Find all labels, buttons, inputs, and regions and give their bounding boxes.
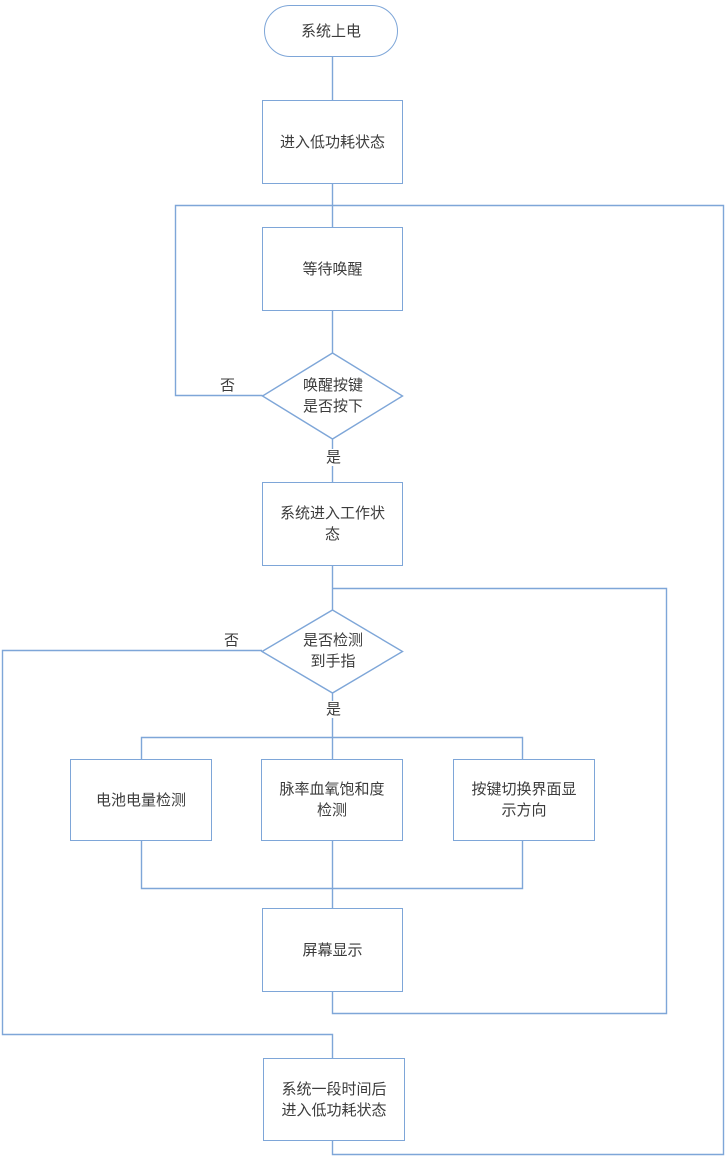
node-enter-low-power-label: 进入低功耗状态: [279, 133, 385, 151]
edge-label-finger-no: 否: [224, 632, 240, 649]
node-decision-finger: 是否检测到手指: [298, 630, 368, 672]
node-timeout-low-power: 系统一段时间后进入低功耗状态: [263, 1058, 405, 1141]
node-key-switch-display: 按键切换界面显示方向: [453, 759, 595, 841]
node-enter-low-power: 进入低功耗状态: [262, 100, 403, 184]
edge-finger-no-loop: [1, 649, 334, 1058]
node-enter-work-state: 系统进入工作状态: [262, 482, 403, 566]
node-battery-check: 电池电量检测: [70, 759, 212, 841]
edge-fanout-rail: [140, 736, 524, 759]
edge-wakekey-no-loop: [174, 204, 333, 397]
decision-finger-shape: [260, 609, 404, 694]
node-timeout-low-power-label: 系统一段时间后进入低功耗状态: [281, 1080, 387, 1119]
node-screen-display-label: 屏幕显示: [302, 941, 363, 959]
edge-label-finger-yes: 是: [325, 701, 343, 718]
node-decision-wake-key-label: 唤醒按键是否按下: [302, 377, 363, 415]
node-decision-finger-label: 是否检测到手指: [302, 632, 363, 670]
node-pulse-spo2-check-label: 脉率血氧饱和度检测: [279, 781, 385, 819]
edge-timeout-loop: [331, 204, 725, 1156]
node-screen-display: 屏幕显示: [262, 908, 403, 992]
node-wait-wake-label: 等待唤醒: [302, 260, 363, 278]
node-start-label: 系统上电: [300, 22, 361, 40]
node-pulse-spo2-check: 脉率血氧饱和度检测: [261, 759, 403, 841]
edge-label-wake-yes: 是: [325, 449, 343, 466]
node-start: 系统上电: [264, 5, 398, 57]
edge-label-wake-no: 否: [220, 377, 236, 394]
node-enter-work-state-label: 系统进入工作状态: [279, 505, 385, 543]
node-battery-check-label: 电池电量检测: [95, 791, 186, 809]
node-decision-wake-key: 唤醒按键是否按下: [298, 375, 368, 417]
edge-screen-recheck-loop: [331, 587, 668, 1015]
node-key-switch-display-label: 按键切换界面显示方向: [471, 781, 577, 819]
node-wait-wake: 等待唤醒: [262, 227, 403, 311]
decision-wake-key-shape: [261, 352, 404, 440]
